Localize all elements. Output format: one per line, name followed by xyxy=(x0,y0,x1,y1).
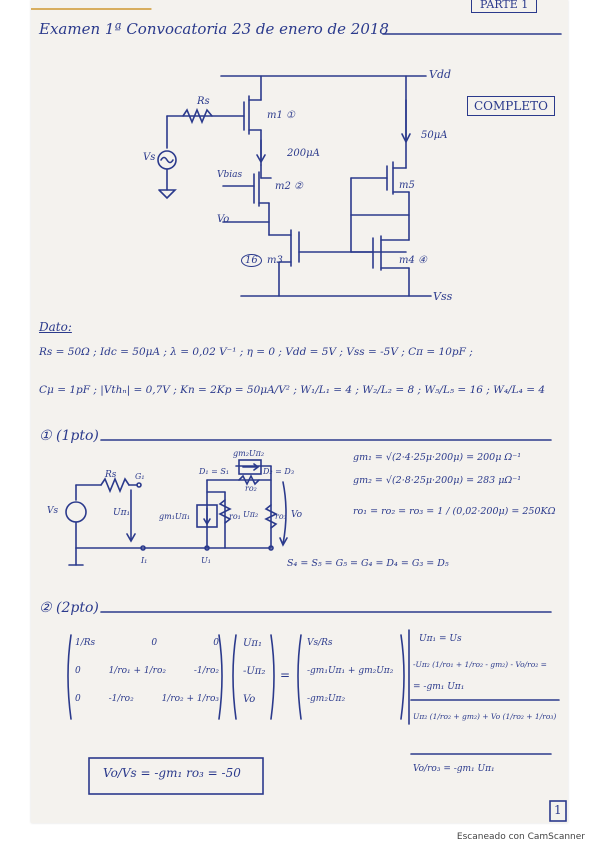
matrix-cell: 0 xyxy=(75,666,81,676)
m5-label: m5 xyxy=(399,180,415,191)
vector-cell: Uπ₁ xyxy=(243,638,263,649)
ss-upi2-label: Uπ₂ xyxy=(243,510,259,519)
side-eq-2: -Uπ₂ (1/ro₁ + 1/ro₂ - gm₂) - Vo/ro₂ = xyxy=(413,660,547,669)
current-m1-label: 200μA xyxy=(287,148,320,159)
completo-label: COMPLETO xyxy=(467,96,555,116)
vbias-label: Vbias xyxy=(217,170,243,180)
vector-cell: -gm₂Uπ₂ xyxy=(307,694,346,704)
ss-gm2-label: gm₂Uπ₂ xyxy=(233,449,265,458)
ss-upi1-label: Uπ₁ xyxy=(113,508,131,518)
ss-d1-label: D₁ = S₁ xyxy=(199,467,230,476)
side-eq-4: Uπ₂ (1/ro₂ + gm₂) + Vo (1/ro₂ + 1/ro₃) xyxy=(413,712,557,721)
ss-ro2-label: ro₂ xyxy=(245,484,257,493)
vss-label: Vss xyxy=(433,290,453,303)
part1-eq-3: ro₁ = ro₂ = ro₃ = 1 / (0,02·200μ) = 250K… xyxy=(353,506,556,517)
part1-nodes: S₄ = S₅ = G₅ = G₄ = D₄ = G₃ = D₅ xyxy=(287,558,449,569)
page-number: 1 xyxy=(554,803,562,817)
matrix-cell: -1/ro₂ xyxy=(108,694,134,704)
matrix-cell: -1/ro₂ xyxy=(193,666,219,676)
m2-label: m2 ② xyxy=(275,181,303,192)
matrix-cell: 1/Rs xyxy=(75,638,96,648)
vector-cell: Vo xyxy=(243,694,256,705)
vector-rhs: Vs/Rs -gm₁Uπ₁ + gm₂Uπ₂ -gm₂Uπ₂ xyxy=(307,638,403,722)
part1-eq-2: gm₂ = √(2·8·25μ·200μ) = 283 μΩ⁻¹ xyxy=(353,475,522,486)
ss-gm1-label: gm₁Uπ₁ xyxy=(159,512,191,521)
side-eq-1: Uπ₁ = Us xyxy=(419,634,462,644)
m3-ratio-label: 16 xyxy=(241,254,262,267)
side-eq-5: Vo/ro₃ = -gm₁ Uπ₁ xyxy=(413,764,495,774)
ss-vo-label: Vo xyxy=(291,510,303,520)
matrix-cell: 0 xyxy=(213,638,219,648)
vector-u: Uπ₁ -Uπ₂ Vo xyxy=(243,638,273,722)
m3-label: m3 xyxy=(267,255,283,266)
data-heading: Dato: xyxy=(39,320,72,334)
rs-label: Rs xyxy=(197,96,210,107)
matrix-cell: 0 xyxy=(151,638,158,648)
data-line-1: Rs = 50Ω ; Idc = 50μA ; λ = 0,02 V⁻¹ ; η… xyxy=(39,346,473,358)
part2-heading: ② (2pto) xyxy=(39,600,99,616)
ss-d2-label: D₂ = D₃ xyxy=(263,467,295,476)
vector-cell: Vs/Rs xyxy=(307,638,333,648)
side-eq-3: = -gm₁ Uπ₁ xyxy=(413,682,465,692)
ss-g1-label: G₁ xyxy=(135,472,145,481)
ss-ro3-label: ro₃ xyxy=(275,512,287,521)
vdd-label: Vdd xyxy=(429,68,452,81)
matrix-cell: 1/ro₁ + 1/ro₂ xyxy=(108,666,167,676)
vs-label: Vs xyxy=(143,152,156,163)
vector-cell: -Uπ₂ xyxy=(243,666,266,677)
matrix-g: 1/Rs 0 0 0 1/ro₁ + 1/ro₂ -1/ro₂ 0 -1/ro₂… xyxy=(75,638,219,722)
ss-u1-label: U₁ xyxy=(201,556,211,565)
matrix-cell: 0 xyxy=(75,694,81,704)
scanner-footer: Escaneado con CamScanner xyxy=(456,832,585,842)
part-label: PARTE 1 xyxy=(471,0,538,13)
equals-sign: = xyxy=(280,668,291,682)
ss-rs-label: Rs xyxy=(105,470,117,480)
current-m5-label: 50μA xyxy=(421,130,448,141)
matrix-cell: 1/ro₂ + 1/ro₃ xyxy=(161,694,219,704)
m1-label: m1 ① xyxy=(267,110,295,121)
part1-eq-1: gm₁ = √(2·4·25μ·200μ) = 200μ Ω⁻¹ xyxy=(353,452,522,463)
final-result: Vo/Vs = -gm₁ ro₃ = -50 xyxy=(103,766,241,780)
m4-label: m4 ④ xyxy=(399,255,427,266)
exam-sheet: PARTE 1 Examen 1ª Convocatoria 23 de ene… xyxy=(31,0,568,823)
vo-label: Vo xyxy=(217,214,230,225)
exam-title: Examen 1ª Convocatoria 23 de enero de 20… xyxy=(39,20,389,38)
data-line-2: Cμ = 1pF ; |Vthₙ| = 0,7V ; Kn = 2Kp = 50… xyxy=(39,384,546,396)
handwriting-drawing xyxy=(31,8,567,822)
vector-cell: -gm₁Uπ₁ + gm₂Uπ₂ xyxy=(307,666,394,676)
ss-i1-label: I₁ xyxy=(141,556,148,565)
part1-heading: ① (1pto) xyxy=(39,428,99,444)
ss-vs-label: Vs xyxy=(47,506,59,516)
ss-ro1-label: ro₁ xyxy=(229,512,241,521)
